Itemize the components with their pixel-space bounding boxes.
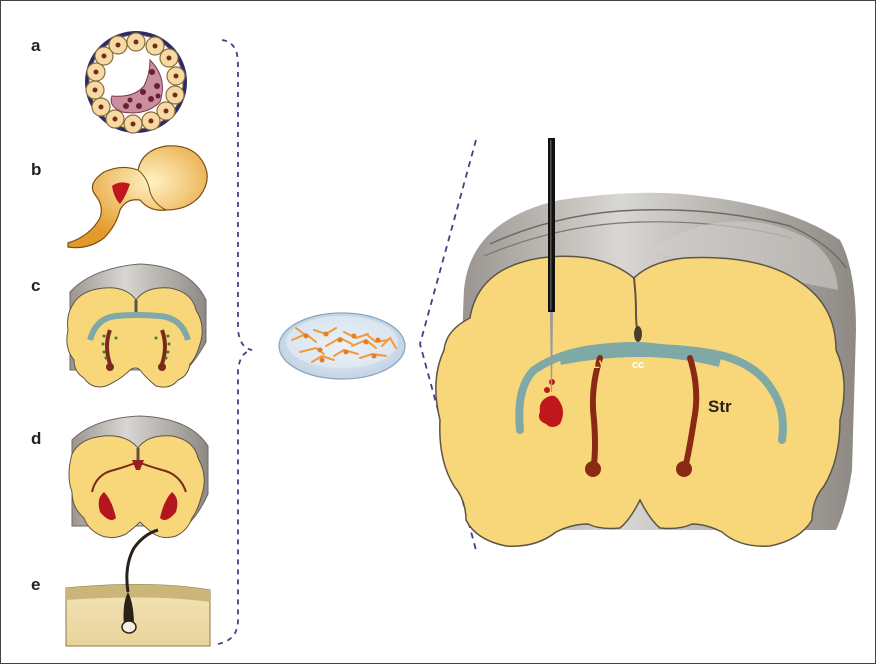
label-lateral-ventricle: LV [593,359,607,371]
brain-section-small-d [69,416,208,538]
tissue-explant [68,146,207,248]
brain-section-large [436,193,856,546]
brain-section-small-c [67,264,206,387]
label-striatum: Str [708,397,732,416]
label-corpus-callosum: cc [632,359,644,371]
skin-hair-follicle [66,530,210,646]
grouping-bracket [218,40,252,644]
culture-dish [279,313,405,379]
vessel-cross-section [85,31,187,133]
